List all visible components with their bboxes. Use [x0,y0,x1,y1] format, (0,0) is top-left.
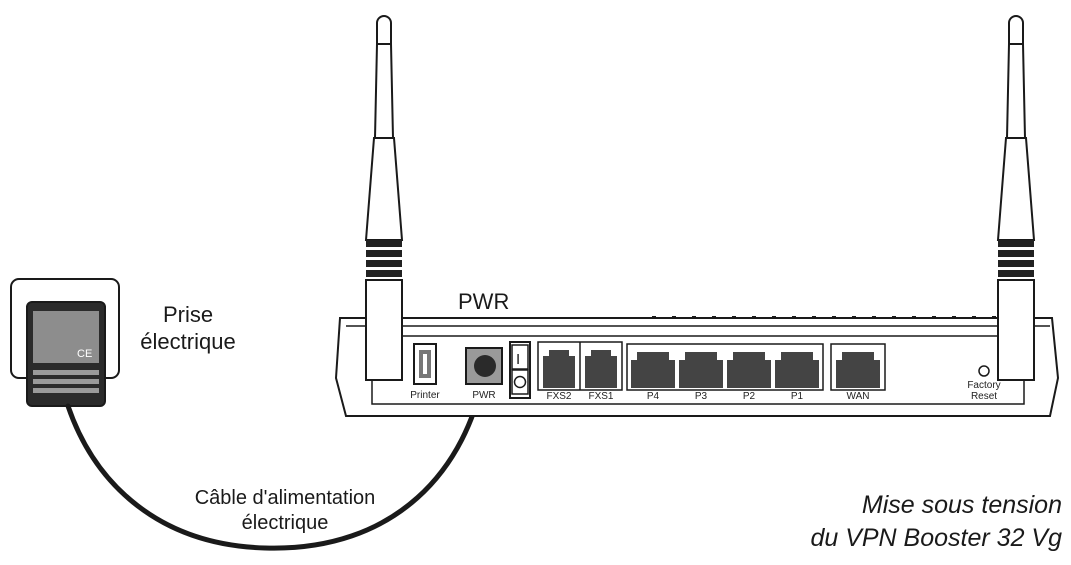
reset-label-line1: Factory [967,380,1001,391]
fxs-port-group [537,341,623,391]
caption-line2: du VPN Booster 32 Vg [810,524,1062,552]
pwr-callout-label: PWR [458,289,510,314]
lan-port-group [626,343,824,391]
outlet-label: Prise électrique [128,301,248,355]
port-label-p4: P4 [646,391,660,402]
power-switch: I [509,341,531,399]
port-label-fxs2: FXS2 [546,391,572,402]
cable-label-line2: électrique [241,512,329,534]
port-label-fxs1: FXS1 [588,391,614,402]
power-adapter: CE [26,301,106,407]
outlet-label-line2: électrique [140,329,236,354]
port-label-wan: WAN [846,391,870,402]
cable-label: Câble d'alimentation électrique [160,486,410,536]
port-label-pwr: PWR [472,390,496,401]
factory-reset-button [978,365,990,377]
factory-reset-label: Factory Reset [956,380,1012,402]
pwr-socket [465,347,503,385]
wan-port [830,343,886,391]
outlet-label-line1: Prise [162,302,214,327]
reset-label-line2: Reset [970,391,998,402]
caption-line1: Mise sous tension [861,491,1062,519]
power-cable [65,365,488,551]
port-label-printer: Printer [410,390,440,401]
diagram-caption: Mise sous tension du VPN Booster 32 Vg [700,489,1062,555]
switch-on-symbol: I [516,351,520,368]
printer-port [413,343,437,385]
port-label-p1: P1 [790,391,804,402]
antenna-right [996,15,1036,381]
ce-mark: CE [77,348,92,360]
antenna-left [364,15,404,381]
port-label-p3: P3 [694,391,708,402]
cable-label-line1: Câble d'alimentation [194,487,376,509]
port-label-p2: P2 [742,391,756,402]
